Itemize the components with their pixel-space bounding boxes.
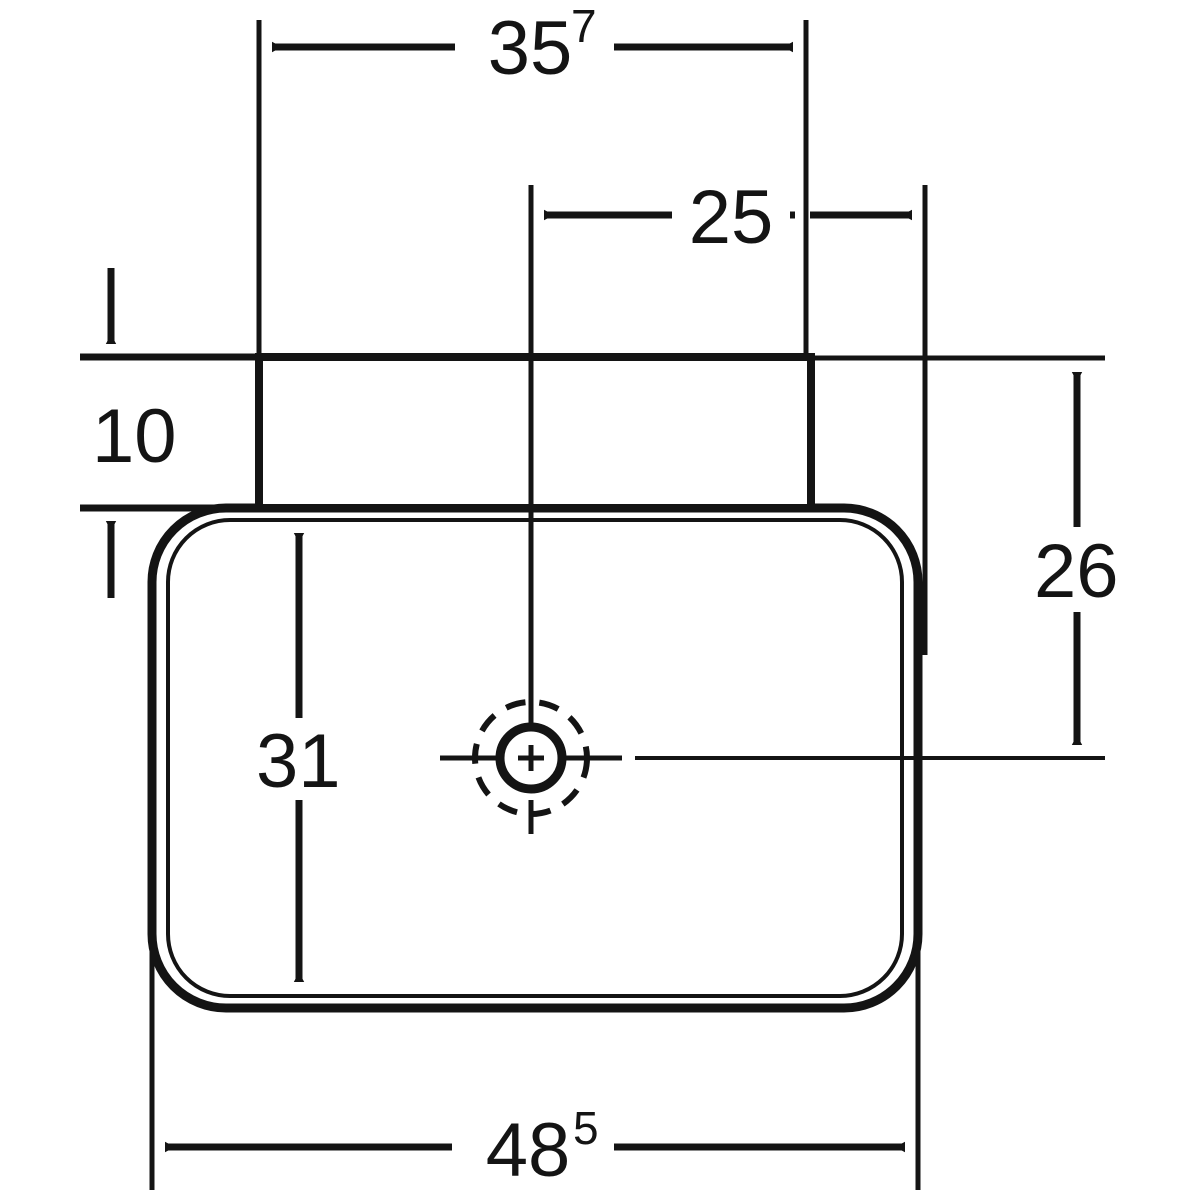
- dimension-label-35-7: 35: [488, 6, 573, 91]
- tap-deck: [255, 353, 815, 512]
- dimension-26: 26: [806, 355, 1119, 745]
- dimension-label-48-5: 48: [486, 1108, 571, 1193]
- dimension-sup-48-5: 5: [573, 1102, 599, 1154]
- dimension-sup-35-7: 7: [571, 0, 597, 52]
- dimension-label-26: 26: [1034, 529, 1119, 614]
- dimension-label-31: 31: [256, 719, 341, 804]
- dimension-label-10: 10: [92, 394, 177, 479]
- drain-hole-group: [462, 699, 600, 817]
- dimension-label-25: 25: [689, 175, 774, 260]
- dimension-25: 25: [528, 175, 928, 655]
- dimension-31: 31: [256, 533, 341, 982]
- tap-deck-rectangle: [255, 353, 815, 512]
- dimension-35-7: 35 7: [256, 0, 809, 355]
- dimension-10: 10: [80, 268, 259, 598]
- dimension-48-5: 48 5: [149, 920, 921, 1193]
